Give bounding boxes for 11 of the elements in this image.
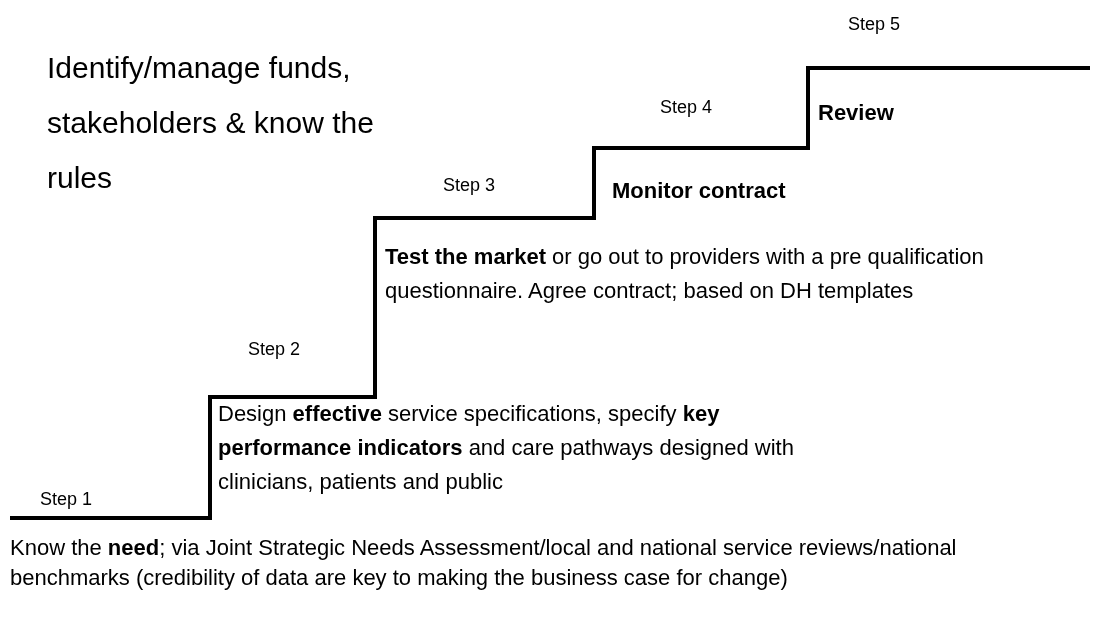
step-description: Design effective service specifications, specify key performance indicators and care pathways designed with clinicians, patients and public xyxy=(218,400,795,496)
step-label: Step 3 xyxy=(443,174,496,197)
step-label: Step 5 xyxy=(848,13,901,36)
step-label: Step 1 xyxy=(40,488,93,511)
footer-text: Know the need; via Joint Strategic Needs Assessment/local and national service reviews/national benchmarks (credibility of data are key to making the business case for change) xyxy=(10,534,958,592)
heading-text: Identify/manage funds, stakeholders & know the rules xyxy=(47,50,375,196)
step-label: Step 4 xyxy=(660,96,713,119)
step-title: Monitor contract xyxy=(612,177,786,205)
step-title: Review xyxy=(818,99,894,127)
step-label: Step 2 xyxy=(248,338,301,361)
step-description: Test the market or go out to providers with a pre qualification questionnaire. Agree contract; based on DH templates xyxy=(385,243,985,305)
